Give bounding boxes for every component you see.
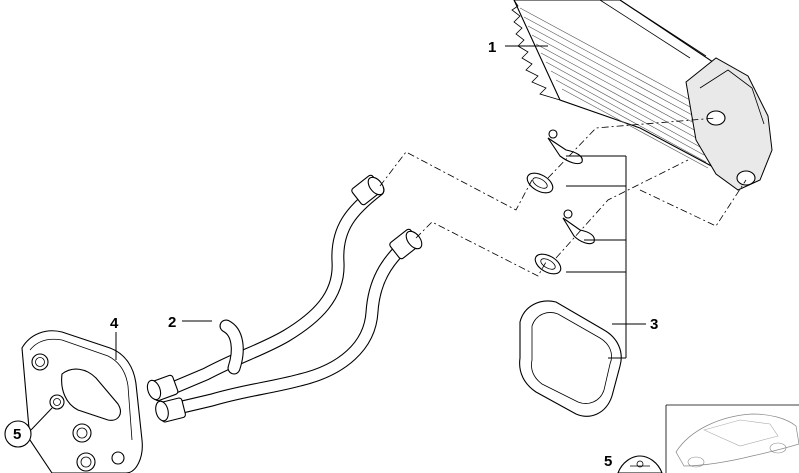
callout-5-inset: 5 xyxy=(604,453,612,470)
callout-1: 1 xyxy=(488,39,496,56)
inset-thumbnail xyxy=(617,404,799,473)
pipe-upper-fitting xyxy=(351,174,385,206)
pipe-left-connector-top xyxy=(146,374,179,402)
callout-labels: 1 2 3 4 5 5 xyxy=(4,39,658,470)
plate-hole-1 xyxy=(31,353,49,371)
plate-slot xyxy=(61,368,121,421)
assembly-lines xyxy=(379,117,747,277)
callout-5: 5 xyxy=(13,426,21,443)
seal-lower xyxy=(534,253,562,275)
pipe-left-connector-bottom xyxy=(155,397,186,423)
callout-3: 3 xyxy=(650,316,658,333)
callout-2: 2 xyxy=(168,314,176,331)
heater-core-port-upper xyxy=(706,110,726,126)
plate-hole-5 xyxy=(111,451,125,465)
seals-clips xyxy=(519,129,622,417)
gasket-ring xyxy=(519,300,622,417)
heater-core-port-lower xyxy=(736,170,756,186)
heater-core xyxy=(511,0,773,191)
seal-upper xyxy=(526,172,554,194)
plate-hole-3 xyxy=(72,423,92,443)
clip-lower xyxy=(562,209,595,245)
vehicle-locator-icon xyxy=(675,413,799,468)
heater-pipes xyxy=(146,174,423,423)
gasket-plate xyxy=(21,330,143,473)
plate-hole-4 xyxy=(76,452,96,472)
plate-hole-2 xyxy=(49,394,65,410)
clip-upper xyxy=(547,129,583,165)
screw-inset xyxy=(617,455,663,473)
heater-core-fins xyxy=(519,7,709,169)
leader-lines xyxy=(30,45,646,431)
callout-4: 4 xyxy=(110,315,119,332)
callout-5-circle xyxy=(4,420,32,448)
